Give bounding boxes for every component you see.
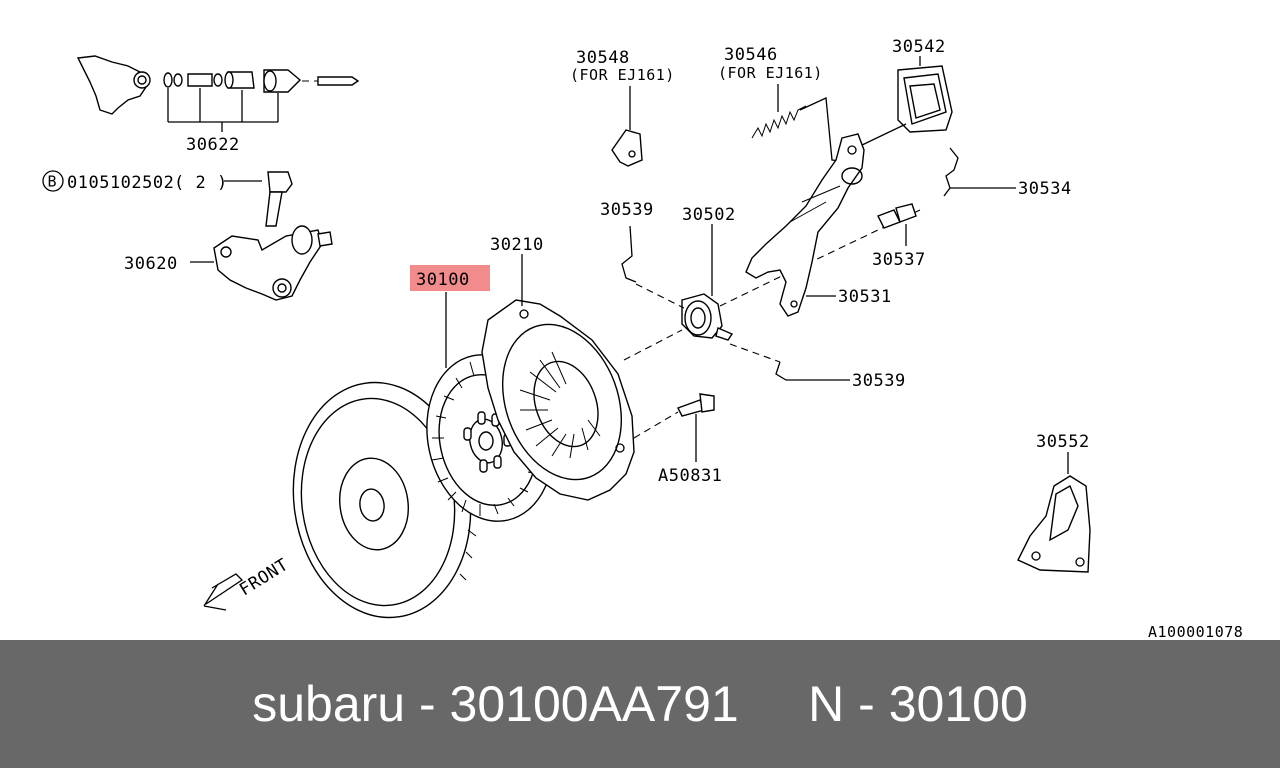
part-30534-housing: 30534: [943, 147, 1072, 199]
callout-30548: 30548: [576, 48, 630, 68]
callout-30542: 30542: [892, 37, 946, 57]
callout-30552: 30552: [1036, 432, 1090, 452]
callout-30546-note: (FOR EJ161): [718, 64, 823, 82]
part-30539-clips: 30539 30539: [600, 200, 906, 391]
callout-30502: 30502: [682, 205, 736, 225]
part-a50831-bolt: A50831: [633, 393, 722, 486]
front-label: FRONT: [236, 555, 292, 600]
callout-30539-bottom: 30539: [852, 371, 906, 391]
bolt-badge: B: [48, 173, 58, 191]
part-30622-kit: 30622: [76, 55, 360, 155]
callout-30537: 30537: [872, 250, 926, 270]
part-30502-release-bearing: 30502: [623, 205, 921, 361]
callout-30548-note: (FOR EJ161): [570, 66, 675, 84]
part-30210-pressure-plate: 30210: [481, 235, 635, 501]
front-arrow-icon: [203, 573, 244, 611]
callout-bolt-ref: 0105102502: [67, 173, 174, 193]
flywheel: [292, 381, 477, 619]
callout-30210: 30210: [490, 235, 544, 255]
part-30620-cylinder: 30620: [124, 225, 333, 301]
callout-bolt-qty: ( 2 ): [174, 173, 228, 193]
front-indicator: FRONT: [203, 555, 292, 611]
part-30537-pivot: 30537: [872, 203, 926, 270]
figure-id: A100001078: [1148, 623, 1243, 640]
part-30531-release-fork: 30531: [745, 133, 892, 317]
b-badge-icon: [42, 170, 64, 192]
callout-30622: 30622: [186, 135, 240, 155]
part-30548-bracket: 30548 (FOR EJ161): [570, 48, 675, 167]
callout-30531: 30531: [838, 287, 892, 307]
callout-30620: 30620: [124, 254, 178, 274]
caption-bar: subaru - 30100AA791 N - 30100: [0, 640, 1280, 768]
part-caption: subaru - 30100AA791 N - 30100: [252, 676, 1028, 732]
clutch-parts-diagram: 30622 B 0105102502 ( 2 ) 30620: [42, 37, 1243, 640]
part-30542-boot: 30542: [859, 37, 953, 147]
bolt-reference: B 0105102502 ( 2 ): [42, 170, 293, 227]
highlight-30100: [410, 265, 490, 291]
part-30552-bracket: 30552: [1017, 432, 1091, 573]
callout-a50831: A50831: [658, 466, 722, 486]
callout-30539-top: 30539: [600, 200, 654, 220]
callout-30100: 30100: [416, 270, 470, 290]
part-30546-spring: 30546 (FOR EJ161): [718, 45, 851, 163]
callout-30546: 30546: [724, 45, 778, 65]
callout-30534: 30534: [1018, 179, 1072, 199]
